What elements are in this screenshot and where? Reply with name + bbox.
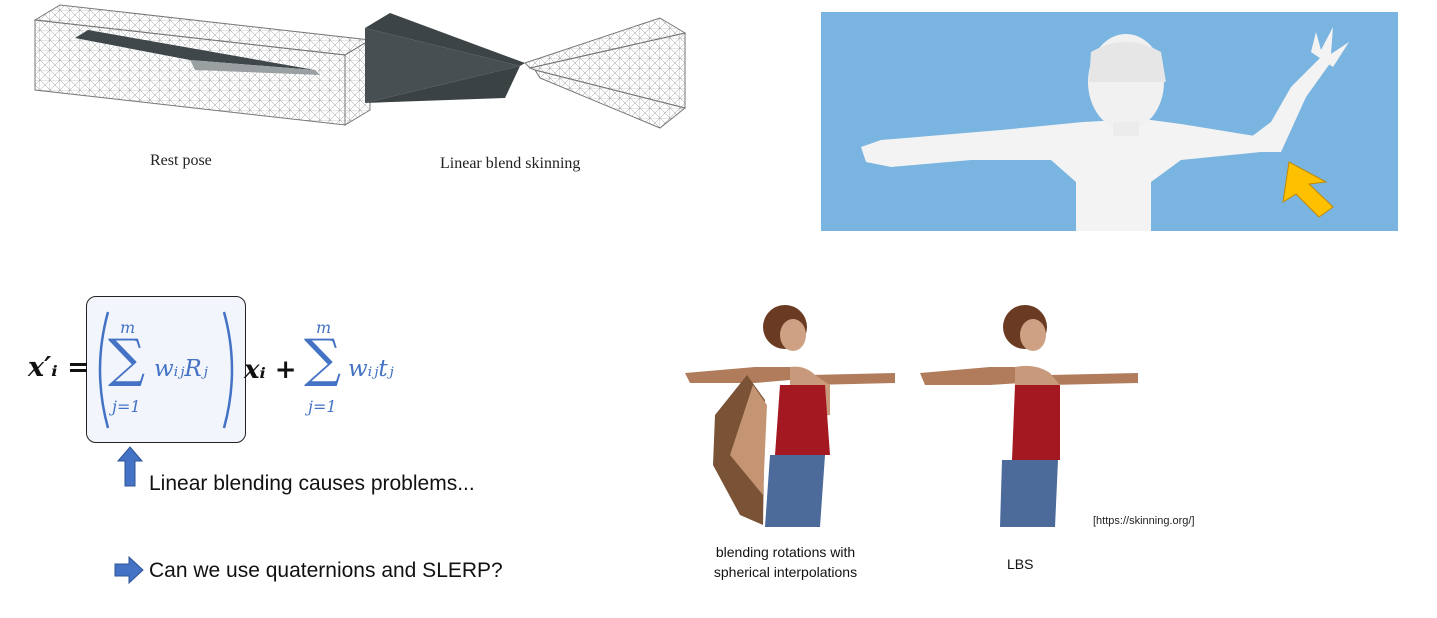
sum2-lower: j=1 bbox=[308, 397, 337, 416]
up-arrow-icon bbox=[117, 446, 143, 487]
term1: wᵢⱼRⱼ bbox=[154, 356, 208, 382]
slerp-caption-line1: blending rotations with bbox=[715, 544, 856, 560]
lbs-mesh bbox=[365, 13, 687, 129]
slerp-caption: blending rotations with spherical interp… bbox=[688, 542, 883, 582]
rest-pose-caption: Rest pose bbox=[150, 152, 212, 169]
rest-pose-mesh bbox=[33, 4, 372, 126]
character-render-elbow-artifact bbox=[821, 12, 1398, 231]
lbs-caption: Linear blend skinning bbox=[440, 155, 581, 172]
character-lbs bbox=[920, 305, 1138, 527]
slerp-caption-line2: spherical interpolations bbox=[713, 564, 858, 580]
sum1-upper: m bbox=[120, 318, 136, 337]
sum1-lower: j=1 bbox=[112, 397, 141, 416]
elbow-arrow-icon bbox=[1282, 161, 1334, 218]
lbs-short-caption: LBS bbox=[1007, 556, 1034, 572]
right-arrow-icon bbox=[114, 556, 144, 584]
sum2-sigma: ∑ bbox=[304, 329, 342, 389]
question-note: Can we use quaternions and SLERP? bbox=[149, 559, 503, 582]
right-paren bbox=[222, 311, 234, 429]
term2: wᵢⱼtⱼ bbox=[348, 356, 394, 382]
highlight-box bbox=[86, 296, 246, 443]
character-slerp-artifact bbox=[685, 305, 895, 527]
sum2-upper: m bbox=[316, 318, 332, 337]
equation-mid: xᵢ + bbox=[244, 355, 297, 385]
sum1-sigma: ∑ bbox=[108, 329, 146, 389]
equation-lhs: x′ᵢ = bbox=[28, 352, 90, 383]
problem-note: Linear blending causes problems... bbox=[149, 472, 475, 495]
left-paren bbox=[98, 311, 110, 429]
citation: [https://skinning.org/] bbox=[1093, 515, 1195, 527]
